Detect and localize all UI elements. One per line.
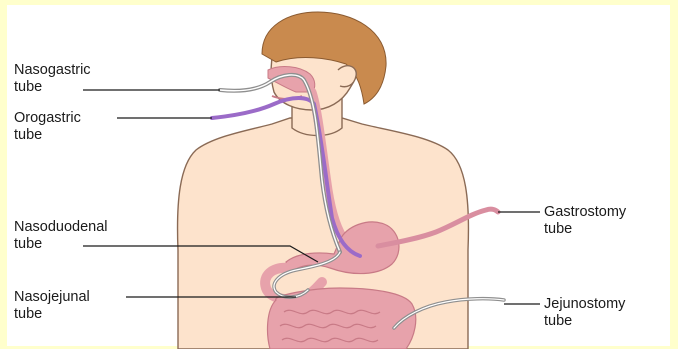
nasogastric-label-line2: tube [14,79,91,96]
jejunostomy-label-line2: tube [544,313,625,330]
nasojejunal-label: Nasojejunal tube [14,289,90,323]
jejunostomy-label: Jejunostomy tube [544,296,625,330]
jejunostomy-label-line1: Jejunostomy [544,296,625,313]
nasojejunal-label-line1: Nasojejunal [14,289,90,306]
gastrostomy-label-line2: tube [544,221,626,238]
orogastric-label: Orogastric tube [14,110,81,144]
nasoduodenal-label-line1: Nasoduodenal [14,219,108,236]
nasogastric-label-line1: Nasogastric [14,62,91,79]
gastrostomy-label: Gastrostomy tube [544,204,626,238]
nasoduodenal-label: Nasoduodenal tube [14,219,108,253]
orogastric-label-line1: Orogastric [14,110,81,127]
nasogastric-label: Nasogastric tube [14,62,91,96]
nasojejunal-label-line2: tube [14,306,90,323]
orogastric-label-line2: tube [14,127,81,144]
nasoduodenal-label-line2: tube [14,236,108,253]
gastrostomy-label-line1: Gastrostomy [544,204,626,221]
